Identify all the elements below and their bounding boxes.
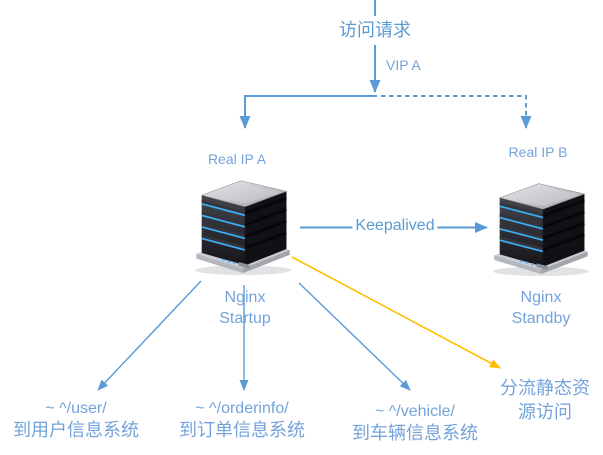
route-vehicle-label: ~ ^/vehicle/ 到车辆信息系统 bbox=[352, 402, 478, 445]
request-label: 访问请求 bbox=[339, 20, 411, 40]
route-vehicle-target: 到车辆信息系统 bbox=[352, 423, 478, 443]
keepalived-label: Keepalived bbox=[352, 217, 438, 236]
route-user-target: 到用户信息系统 bbox=[13, 420, 139, 440]
branch-real-ip-b bbox=[381, 95, 532, 129]
route-orderinfo-label: ~ ^/orderinfo/ 到订单信息系统 bbox=[179, 399, 305, 442]
route-orderinfo-rule: ~ ^/orderinfo/ bbox=[195, 400, 289, 417]
static-offload-label: 分流静态资 源访问 bbox=[500, 376, 590, 424]
nginx-standby-label: Nginx Standby bbox=[512, 287, 571, 329]
static-offload-line1: 分流静态资 bbox=[500, 378, 590, 398]
route-orderinfo-target: 到订单信息系统 bbox=[179, 420, 305, 440]
nginx-standby-server-icon bbox=[491, 181, 591, 277]
vip-a-label: VIP A bbox=[386, 57, 421, 73]
static-offload-arrow bbox=[291, 256, 501, 369]
route-user-label: ~ ^/user/ 到用户信息系统 bbox=[13, 399, 139, 442]
nginx-startup-label: Nginx Startup bbox=[219, 287, 271, 329]
static-offload-line2: 源访问 bbox=[518, 402, 572, 422]
real-ip-b-label: Real IP B bbox=[508, 144, 568, 160]
nginx-standby-name: Nginx bbox=[520, 289, 562, 306]
nginx-startup-server-icon bbox=[193, 179, 293, 276]
nginx-startup-name: Nginx bbox=[224, 289, 266, 306]
route-vehicle-rule: ~ ^/vehicle/ bbox=[375, 403, 455, 420]
route-user-rule: ~ ^/user/ bbox=[45, 400, 107, 417]
nginx-standby-role: Standby bbox=[511, 310, 571, 327]
route-user-arrow bbox=[97, 280, 202, 391]
nginx-startup-role: Startup bbox=[219, 310, 271, 327]
real-ip-a-label: Real IP A bbox=[207, 151, 267, 167]
branch-real-ip-a bbox=[239, 95, 377, 129]
route-vehicle-arrow bbox=[298, 282, 411, 391]
